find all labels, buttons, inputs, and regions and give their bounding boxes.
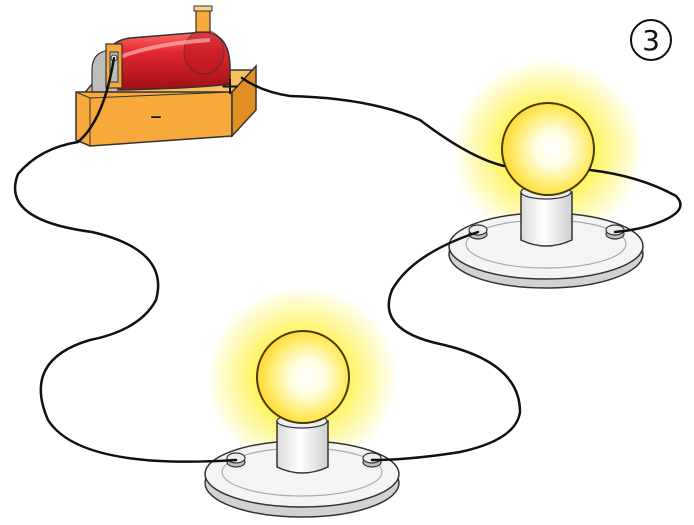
figure-number-badge: 3 (630, 19, 672, 61)
bulb-base-left (204, 440, 400, 518)
lit-bulb-icon (256, 330, 350, 424)
lit-bulb-icon (501, 102, 595, 196)
battery-icon: + – (75, 5, 257, 147)
wire (13, 56, 682, 463)
figure-number: 3 (642, 24, 660, 57)
battery-negative-label: – (150, 102, 162, 130)
battery-positive-label: + (220, 72, 240, 100)
